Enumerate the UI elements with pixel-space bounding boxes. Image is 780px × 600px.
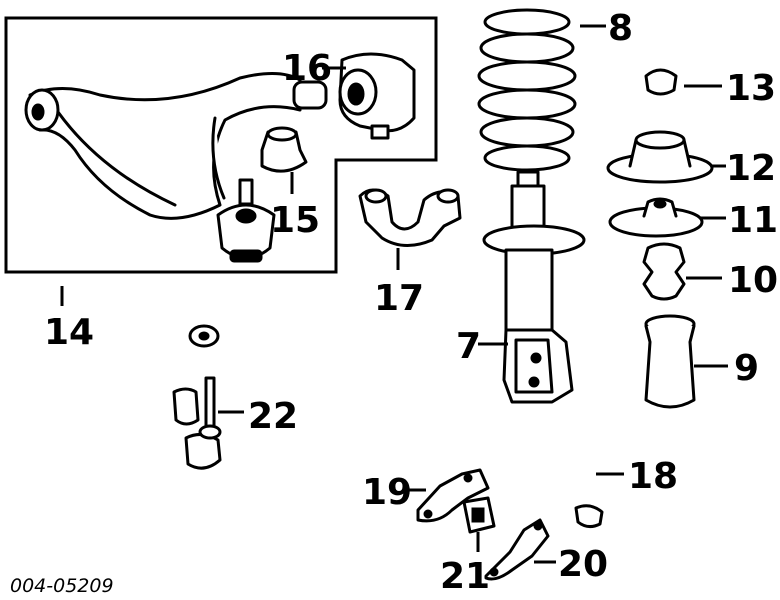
callout-11: 11	[728, 200, 778, 241]
stabilizer-bracket	[358, 188, 462, 247]
strut-assembly	[482, 170, 586, 404]
callout-16: 16	[282, 48, 332, 89]
callout-labels: 8 13 12 11 10 9 7 14 16 15 17 18 19 21 2…	[44, 8, 778, 597]
stabilizer-clamp-20	[484, 518, 550, 581]
callout-12: 12	[726, 148, 776, 189]
callout-13: 13	[726, 68, 776, 109]
stabilizer-link	[172, 376, 222, 470]
callout-21: 21	[440, 556, 490, 597]
callout-7: 7	[456, 326, 481, 367]
dust-cap	[644, 68, 678, 96]
callout-20: 20	[558, 544, 608, 585]
strut-dust-boot	[644, 314, 696, 409]
spring-seat	[608, 197, 704, 238]
callout-22: 22	[248, 396, 298, 437]
upper-strut-mount	[606, 130, 714, 184]
reference-code: 004-05209	[10, 575, 114, 597]
coil-spring	[477, 8, 577, 172]
jounce-bumper	[642, 242, 686, 301]
control-arm-group-box	[4, 16, 438, 274]
stabilizer-bushing	[462, 496, 496, 534]
callout-10: 10	[728, 260, 778, 301]
callout-14: 14	[44, 312, 94, 353]
callout-18: 18	[628, 456, 678, 497]
callout-9: 9	[734, 348, 759, 389]
stabilizer-clamp-19	[416, 468, 490, 523]
callout-17: 17	[374, 278, 424, 319]
stabilizer-bar	[188, 321, 604, 529]
callout-8: 8	[608, 8, 633, 49]
callout-15: 15	[270, 200, 320, 241]
ball-joint-boot	[260, 126, 308, 173]
ball-joint	[216, 178, 276, 263]
leader-lines	[60, 24, 728, 564]
control-arm-bushing	[338, 52, 416, 140]
callout-19: 19	[362, 472, 412, 513]
lower-control-arm	[24, 72, 328, 220]
